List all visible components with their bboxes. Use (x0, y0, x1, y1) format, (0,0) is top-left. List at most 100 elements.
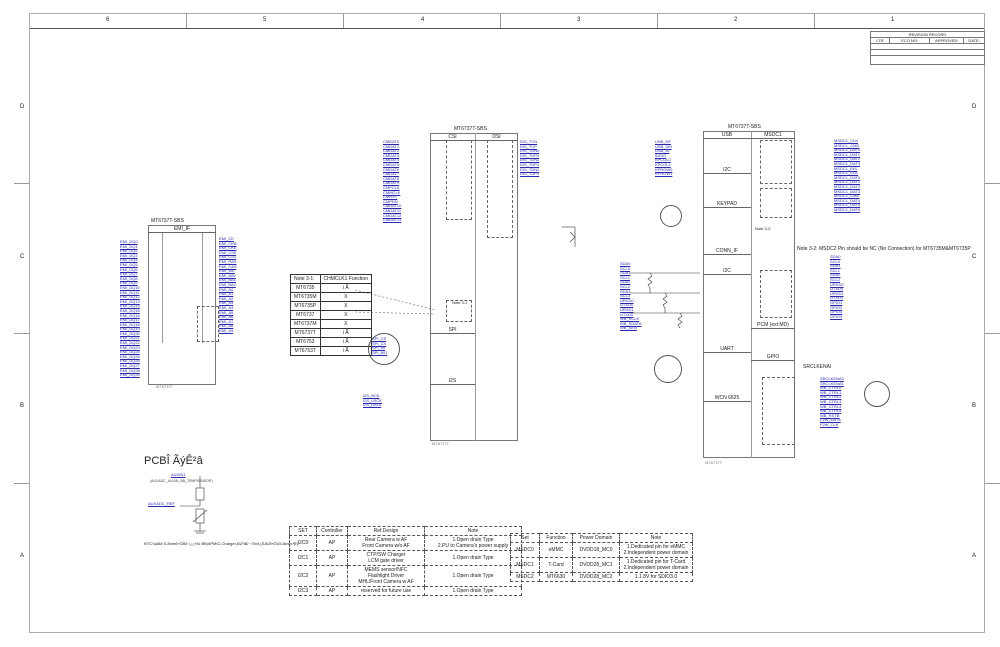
table-cell: I2C2 (289, 565, 317, 587)
spi-section-title: SPI (430, 327, 475, 334)
net-label: MSDC1_DAT2 (834, 156, 861, 162)
ntc-thermistor-symbol (180, 476, 208, 534)
net-label: CMDAT13 (383, 217, 402, 223)
emi-chip-body (148, 225, 216, 385)
table-cell: X (319, 310, 372, 320)
table-cell: MT6735 (290, 283, 321, 293)
net-label: WB_CTRL2 (820, 394, 842, 400)
net-label: MSDC1_DAT1 (834, 151, 861, 157)
table-cell: I2C3 (289, 586, 317, 596)
keypad-highlight-circle (660, 205, 682, 227)
net-label: EMI_A3 (219, 300, 234, 306)
ntc-net-left: AUXADC_REF (148, 501, 175, 506)
net-label: EMI_A5 (219, 309, 234, 315)
revision-header: APPROVED: (930, 38, 965, 43)
table-cell: MT6735M (290, 292, 321, 302)
net-label: MSDC1_DAT3 (834, 160, 861, 166)
net-label: SDA1 (830, 263, 841, 269)
row-label: B (972, 403, 977, 409)
net-label: URXD1 (830, 290, 844, 296)
usb-section-title: USB (703, 132, 751, 139)
net-label: MSDC1_DAT3 (834, 188, 861, 194)
net-label: EMI_BA0 (219, 272, 236, 278)
net-label: WB_SDATA (620, 320, 642, 326)
table-cell: I2C1 (289, 550, 317, 566)
center-chip-divider (475, 133, 476, 441)
net-label: SCL0 (620, 265, 631, 271)
net-label: SRCLKENA1 (820, 380, 844, 386)
net-label: DSI_TDN0 (520, 148, 540, 154)
right-inner-dashed (760, 270, 792, 318)
net-label: USB_DP (655, 139, 672, 144)
net-label: USB_DM (655, 143, 672, 149)
row-divider (985, 483, 1000, 484)
net-label: EMI_DQ24 (120, 349, 140, 355)
net-label: EMI_DQ1 (120, 243, 138, 249)
net-label: EMI_A7 (219, 318, 234, 324)
net-label: EMI_DQ6 (120, 266, 138, 272)
chip-title-center: MT6737T-SBS (454, 126, 487, 132)
net-label: EMI_DQ4 (120, 257, 138, 263)
net-label: EMI_CS1 (219, 254, 237, 260)
net-label: UTXD0 (830, 286, 844, 292)
net-label: MSDC1_DAT5 (834, 202, 861, 208)
net-label: SRCLKENA0 (820, 376, 844, 381)
net-label: EMI_DQ2 (120, 248, 138, 254)
pcb-caption: NTC¾àÀë 5-8mmÎ»ÖÃ£¬¿¿½ü BB¡¢PMIC,Charger… (144, 541, 299, 546)
center-inner-dashed (446, 140, 472, 220)
note-3-2-label: Note 3-2: (755, 226, 772, 231)
net-label: SDA3 (620, 288, 631, 294)
revision-title: REVISION RECORD (871, 32, 984, 38)
net-label: EMI_DQ20 (120, 330, 140, 336)
revision-block: REVISION RECORD LTR ECO NO: APPROVED: DA… (870, 31, 985, 65)
row-divider (14, 483, 29, 484)
emi-chip-ref: MT6737T (156, 384, 174, 389)
net-label: URXD1 (620, 306, 634, 312)
wcn-section-title: WCN 6625 (703, 395, 751, 402)
net-label: WB_RSTB (820, 412, 840, 418)
net-label: EMI_CK (219, 236, 234, 241)
net-label: EMI_DQ0 (120, 239, 138, 244)
row-label: C (20, 254, 25, 260)
revision-header: ECO NO: (890, 38, 931, 43)
row-label: A (972, 553, 977, 559)
net-label: EMI_DQ3 (120, 252, 138, 258)
table-cell: MSDC2 (510, 572, 540, 582)
net-label: DSI_TDN1 (520, 157, 540, 163)
row-label: A (20, 553, 25, 559)
table-cell: 1.Dedicated pin for T-Card 2.Independent… (619, 557, 693, 573)
table-cell: AP (316, 586, 348, 596)
net-label: EMI_BA1 (219, 277, 236, 283)
net-label: WB_CTRL0 (820, 385, 842, 391)
net-label: EMI_DQ27 (120, 363, 140, 369)
revision-header: DATE: (968, 38, 980, 43)
net-label: SDA0 (620, 261, 631, 266)
net-label: EMI_DQ17 (120, 317, 140, 323)
net-label: WB_SEN (620, 325, 637, 331)
table-cell: DVDD18_MC0 (572, 542, 620, 558)
net-label: SCL3 (620, 293, 631, 299)
table-cell: 1.Open drain Type (424, 565, 522, 587)
table-cell: i Ã (319, 283, 372, 293)
msdc2-note: Note 3-2: MSDC2 Pin should be NC (No Con… (797, 246, 971, 252)
right-inner-dashed (762, 377, 795, 445)
chip-title-left: MT6737T-SBS (151, 218, 184, 224)
table-cell: i Ã (319, 328, 372, 338)
net-label: KPCOL0 (655, 157, 671, 163)
net-label: EMI_CKB (219, 240, 237, 246)
net-label: WB_CTRL4 (820, 403, 842, 409)
column-label: 4 (421, 17, 425, 23)
table-cell: Rear Camera w AF Front Camera w/o AF (347, 535, 425, 551)
net-label: EMI_DQ13 (120, 298, 140, 304)
